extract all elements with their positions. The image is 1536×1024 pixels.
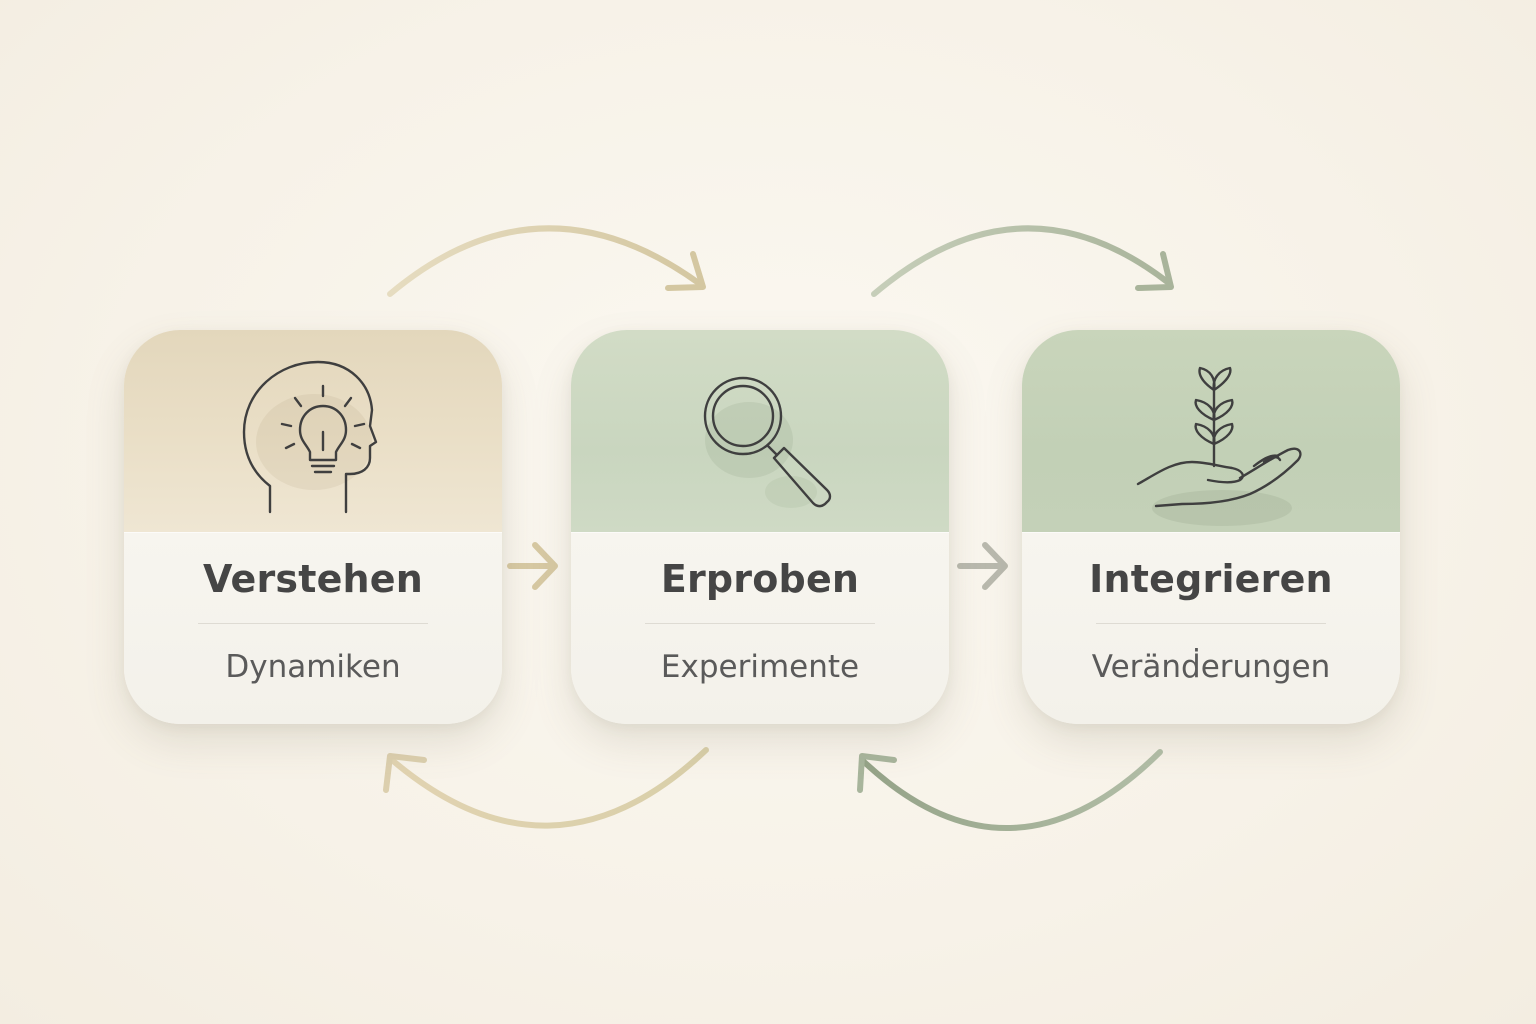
card-header [571,330,949,532]
step-title: Integrieren [1089,557,1333,601]
card-body: Verstehen Dynamiken [124,532,502,724]
arrow-middle-1 [507,542,558,590]
arrow-middle-2 [957,542,1008,590]
hand-plant-icon [1136,366,1302,526]
step-card-erproben: Erproben Experimente [571,330,949,724]
divider [645,623,875,624]
step-card-verstehen: Verstehen Dynamiken [124,330,502,724]
arrow-top-2 [871,225,1174,297]
step-card-integrieren: Integrieren Veränḋerungen [1022,330,1400,724]
step-title: Erproben [660,557,860,601]
step-subtitle: Dynamiken [225,649,401,685]
head-lightbulb-icon [242,360,378,514]
arrow-bottom-1 [383,747,709,829]
step-subtitle: Veränḋerungen [1091,649,1331,685]
step-subtitle: Experimente [660,649,860,685]
arrow-bottom-2 [857,749,1163,831]
step-title: Verstehen [202,557,424,601]
card-header [124,330,502,532]
magnifying-glass-icon [703,376,832,508]
arrow-top-1 [387,225,706,297]
divider [198,623,428,624]
divider [1096,623,1326,624]
card-body: Integrieren Veränḋerungen [1022,532,1400,724]
card-body: Erproben Experimente [571,532,949,724]
card-header [1022,330,1400,532]
